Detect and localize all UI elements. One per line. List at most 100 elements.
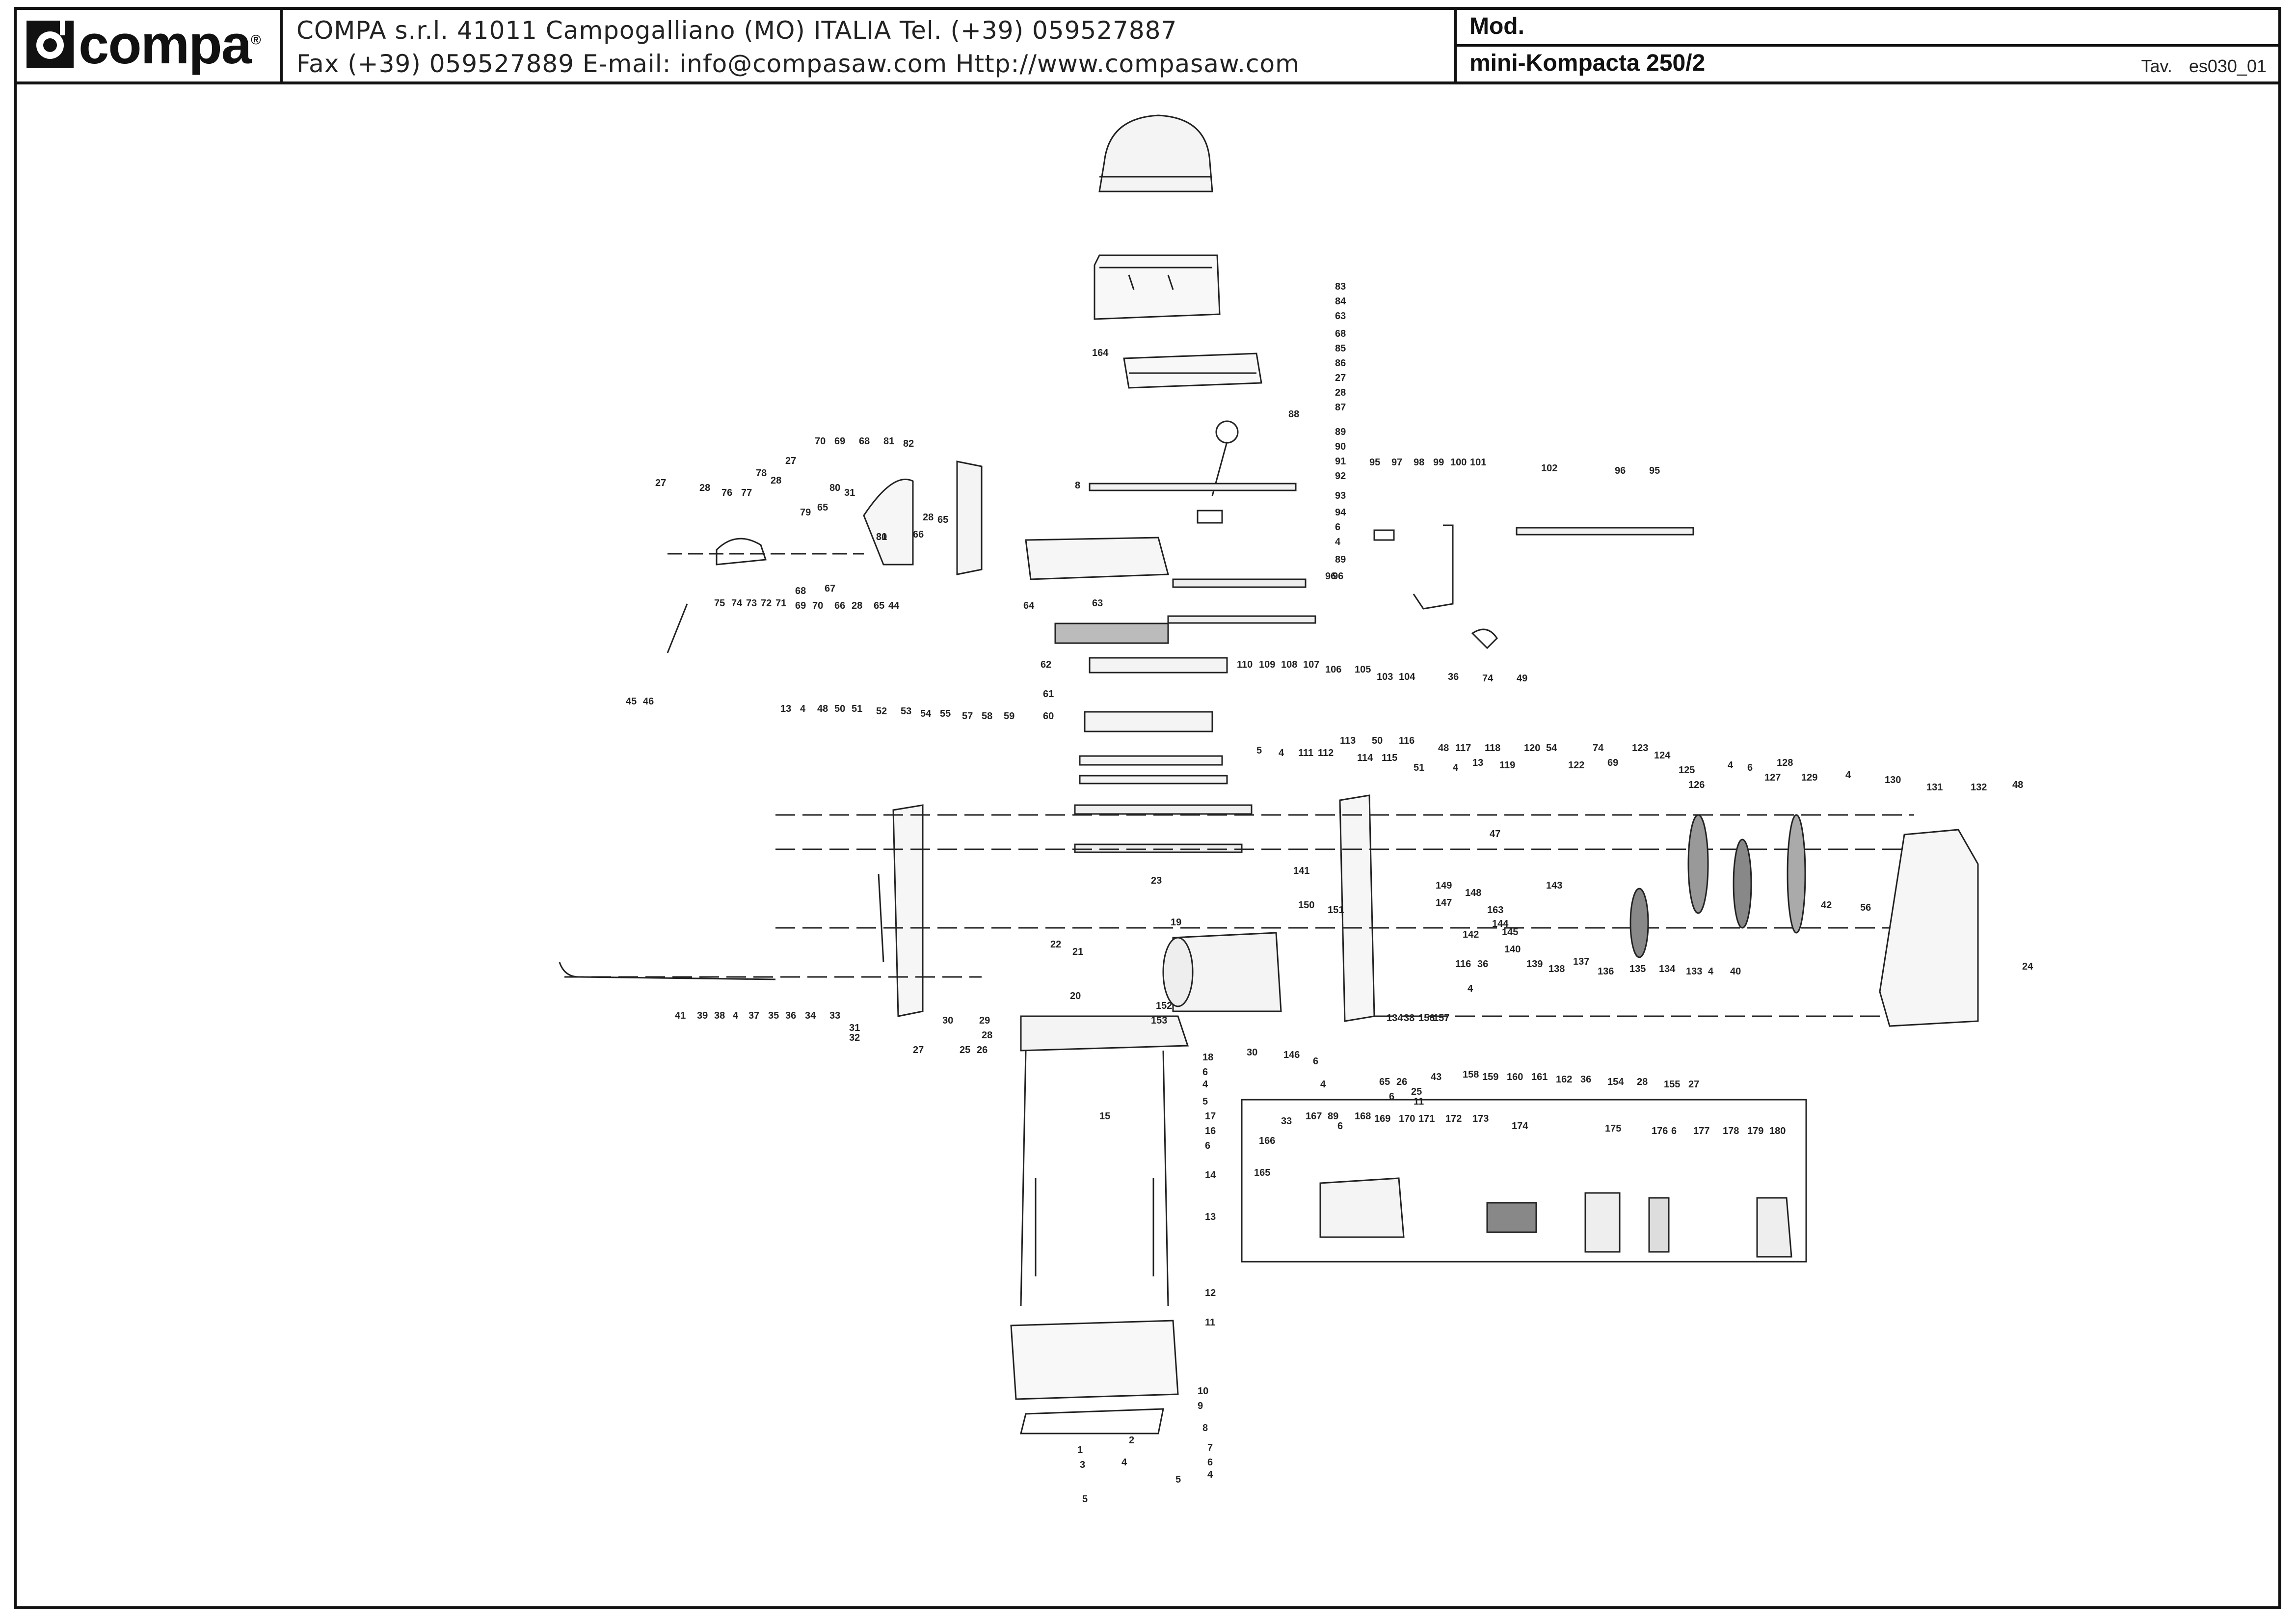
part-number-label: 42	[1821, 900, 1832, 911]
part-number-label: 70	[815, 436, 826, 447]
part-number-label: 113	[1340, 735, 1356, 746]
part-number-label: 4	[1320, 1079, 1326, 1090]
main-axis-line	[564, 814, 1914, 1017]
part-number-label: 27	[1688, 1079, 1699, 1090]
part-number-label: 148	[1465, 888, 1481, 898]
part-number-label: 161	[1531, 1072, 1548, 1082]
part-number-label: 33	[1281, 1116, 1292, 1127]
part-number-label: 51	[1414, 762, 1424, 773]
part-number-label: 67	[825, 583, 835, 594]
part-number-label: 25	[960, 1045, 970, 1055]
left-side-plate	[878, 804, 924, 1017]
part-number-label: 31	[876, 532, 887, 542]
part-number-label: 162	[1556, 1074, 1572, 1085]
part-number-label: 25	[1411, 1086, 1422, 1097]
part-number-label: 131	[1926, 782, 1943, 793]
part-number-label: 176	[1652, 1126, 1668, 1136]
part-number-label: 138	[1548, 964, 1565, 974]
motor-inset-frame	[1241, 1099, 1807, 1263]
part-number-label: 119	[1499, 760, 1515, 771]
part-number-label: 62	[1041, 659, 1051, 670]
part-number-label: 110	[1237, 659, 1253, 670]
dust-hood-part	[1098, 114, 1213, 192]
part-number-label: 151	[1328, 905, 1344, 916]
part-number-label: 141	[1293, 866, 1309, 876]
part-number-label: 108	[1281, 659, 1297, 670]
part-number-label: 180	[1769, 1126, 1786, 1136]
part-number-label: 171	[1418, 1113, 1435, 1124]
part-number-label: 167	[1306, 1111, 1322, 1122]
part-number-label: 107	[1303, 659, 1319, 670]
part-number-label: 74	[731, 598, 743, 609]
part-number-label: 104	[1399, 672, 1415, 682]
part-number-label: 4	[1202, 1079, 1208, 1090]
part-number-label: 78	[756, 468, 767, 479]
model-cell: Mod. mini-Kompacta 250/2 Tav.es030_01	[1457, 7, 2281, 81]
part-number-label: 71	[775, 598, 786, 609]
part-number-label: 6	[1671, 1126, 1677, 1136]
part-number-label: 158	[1463, 1069, 1479, 1080]
part-number-label: 8	[1075, 480, 1080, 491]
part-number-label: 6	[1202, 1067, 1208, 1078]
part-number-label: 65	[874, 600, 884, 611]
part-number-label: 44	[888, 600, 900, 611]
part-number-label: 4	[1453, 762, 1459, 773]
part-number-label: 125	[1679, 765, 1695, 776]
part-number-label: 150	[1298, 900, 1314, 911]
part-number-label: 59	[1004, 711, 1015, 722]
model-name: mini-Kompacta 250/2	[1469, 50, 1706, 76]
drive-pulleys-part	[1629, 814, 1806, 958]
part-number-label: 114	[1357, 753, 1373, 763]
part-number-label: 123	[1632, 743, 1648, 754]
part-number-label: 156	[1418, 1013, 1435, 1024]
part-number-label: 16	[1205, 1126, 1216, 1136]
part-number-label: 116	[1399, 735, 1415, 746]
part-number-label: 86	[1335, 358, 1346, 369]
part-number-label: 20	[1070, 991, 1081, 1001]
part-number-label: 145	[1502, 927, 1518, 938]
part-number-label: 34	[805, 1010, 816, 1021]
part-number-label: 4	[1335, 537, 1341, 547]
belt-cover-part	[1879, 829, 1979, 1027]
part-number-label: 130	[1885, 775, 1901, 785]
part-number-label: 152	[1156, 1001, 1172, 1011]
part-number-label: 135	[1629, 964, 1646, 974]
part-number-label: 173	[1472, 1113, 1489, 1124]
part-number-label: 74	[1482, 673, 1494, 684]
part-number-label: 28	[699, 483, 710, 493]
part-number-label: 30	[942, 1015, 953, 1026]
part-number-label: 68	[859, 436, 870, 447]
part-number-label: 36	[1448, 672, 1459, 682]
part-number-label: 13	[1472, 757, 1483, 768]
part-number-label: 4	[1121, 1457, 1127, 1468]
part-number-label: 124	[1654, 750, 1671, 761]
part-number-label: 31	[849, 1023, 860, 1033]
part-number-label: 169	[1374, 1113, 1390, 1124]
part-number-label: 179	[1747, 1126, 1763, 1136]
part-number-label: 134	[1659, 964, 1676, 974]
part-number-label: 19	[1171, 917, 1181, 928]
part-number-label: 127	[1764, 772, 1781, 783]
part-number-label: 163	[1487, 905, 1503, 916]
part-number-label: 49	[1517, 673, 1527, 684]
part-number-label: 128	[1777, 757, 1793, 768]
part-number-label: 36	[1580, 1074, 1591, 1085]
part-number-label: 65	[937, 514, 948, 525]
part-number-label: 4	[1845, 770, 1851, 781]
part-number-label: 45	[626, 696, 637, 707]
table-label: Tav.	[2141, 56, 2172, 76]
part-number-label: 155	[1664, 1079, 1680, 1090]
part-number-label: 39	[697, 1010, 708, 1021]
part-number-label: 82	[903, 438, 914, 449]
part-number-label: 31	[844, 487, 855, 498]
part-number-label: 27	[1335, 373, 1346, 383]
part-number-label: 6	[1313, 1056, 1318, 1067]
part-number-label: 30	[1247, 1047, 1257, 1058]
part-number-label: 133	[1686, 966, 1702, 977]
part-number-label: 6	[1747, 762, 1753, 773]
part-number-label: 41	[675, 1010, 686, 1021]
part-number-label: 101	[1470, 457, 1486, 468]
planer-table-part	[1123, 352, 1262, 389]
part-number-label: 73	[746, 598, 757, 609]
part-number-label: 106	[1325, 664, 1341, 675]
